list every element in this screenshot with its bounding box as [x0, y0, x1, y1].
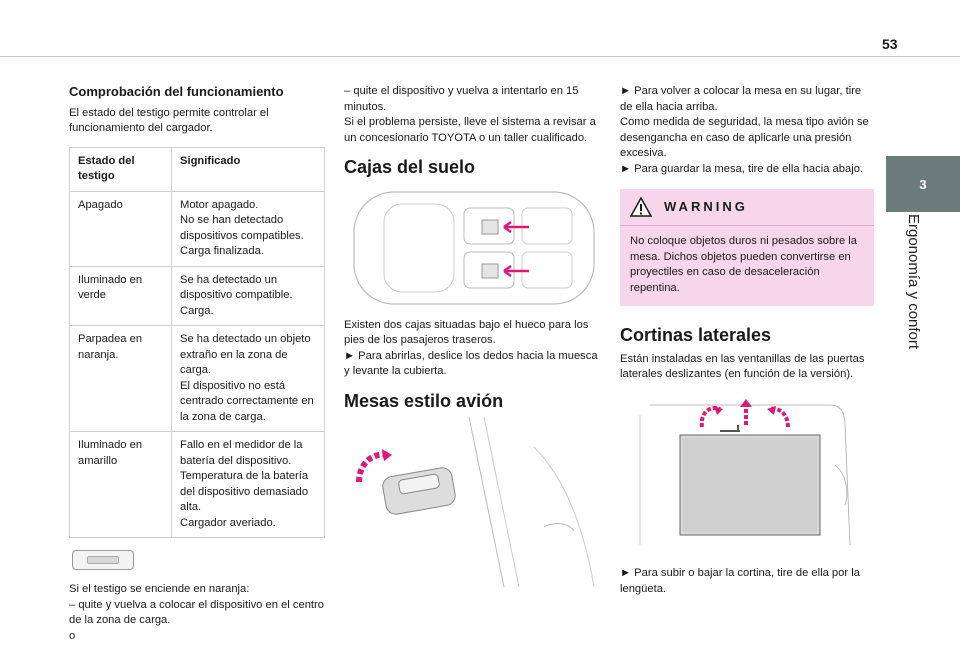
- meaning-line: Temperatura de la batería del dispositiv…: [180, 470, 309, 513]
- body-text: Como medida de seguridad, la mesa tipo a…: [620, 116, 869, 159]
- meaning-line: Se ha detectado un objeto extraño en la …: [180, 333, 311, 376]
- table-header: Estado del testigo: [69, 146, 172, 191]
- table-row: Apagado Motor apagado. No se han detecta…: [69, 190, 325, 266]
- after-text: o: [69, 629, 76, 642]
- meaning-line: Fallo en el medidor de la batería del di…: [180, 439, 303, 467]
- wireless-charger-icon: [72, 550, 134, 570]
- state-cell: Iluminado en verde: [69, 265, 172, 326]
- chapter-title: Ergonomía y confort: [905, 214, 922, 350]
- intro-text: El estado del testigo permite controlar …: [69, 106, 269, 135]
- car-topview-illustration: [353, 190, 595, 305]
- side-curtain-illustration: [639, 398, 851, 545]
- meaning-line: Motor apagado.: [180, 198, 259, 211]
- column-2: – quite el dispositivo y vuelva a intent…: [344, 84, 599, 593]
- meaning-cell: Motor apagado. No se han detectado dispo…: [171, 190, 325, 266]
- warning-title: WARNING: [664, 199, 748, 215]
- column-1: Comprobación del funcionamiento El estad…: [69, 84, 325, 644]
- meaning-cell: Se ha detectado un dispositivo compatibl…: [171, 265, 325, 326]
- body-text: Están instaladas en las ventanillas de l…: [620, 352, 865, 381]
- meaning-line: Se ha detectado un dispositivo compatibl…: [180, 273, 293, 302]
- warning-text: No coloque objetos duros ni pesados sobr…: [630, 235, 858, 294]
- table-header-row: Estado del testigo Significado: [69, 146, 325, 191]
- body-text: – quite el dispositivo y vuelva a intent…: [344, 85, 579, 113]
- floor-boxes-figure: [344, 176, 599, 318]
- table-row: Parpadea en naranja. Se ha detectado un …: [69, 325, 325, 432]
- warning-header: WARNING: [620, 189, 874, 226]
- meaning-line: No se han detectado dispositivos compati…: [180, 214, 304, 242]
- meaning-line: Cargador averiado.: [180, 516, 276, 529]
- after-text: – quite y vuelva a colocar el dispositiv…: [69, 598, 324, 627]
- state-cell: Apagado: [69, 190, 172, 266]
- meaning-line: El dispositivo no está centrado correcta…: [180, 379, 314, 423]
- heading-airplane-tables: Mesas estilo avión: [344, 390, 504, 411]
- warning-icon: [630, 197, 652, 217]
- heading-check: Comprobación del funcionamiento: [69, 84, 284, 99]
- heading-side-curtains: Cortinas laterales: [620, 325, 772, 345]
- heading-floor-boxes: Cajas del suelo: [344, 157, 476, 177]
- seatback-table-illustration: [356, 416, 595, 588]
- body-text: Si el problema persiste, lleve el sistem…: [344, 116, 596, 144]
- state-cell: Parpadea en naranja.: [69, 325, 172, 432]
- body-text: ► Para volver a colocar la mesa en su lu…: [620, 85, 862, 113]
- meaning-line: Carga finalizada.: [180, 245, 264, 257]
- meaning-line: Carga.: [180, 304, 214, 317]
- header-rule: [0, 56, 960, 57]
- body-text: ► Para guardar la mesa, tire de ella hac…: [620, 162, 864, 175]
- body-text: ► Para abrirlas, deslice los dedos hacia…: [344, 349, 598, 378]
- state-cell: Iluminado en amarillo: [69, 431, 172, 538]
- warning-box: WARNING No coloque objetos duros ni pesa…: [620, 189, 874, 306]
- meaning-cell: Fallo en el medidor de la batería del di…: [171, 431, 325, 538]
- table-header: Significado: [171, 146, 325, 191]
- table-row: Iluminado en verde Se ha detectado un di…: [69, 265, 325, 326]
- page-number: 53: [882, 36, 898, 52]
- chapter-tab[interactable]: 3: [886, 156, 960, 212]
- status-table: Estado del testigo Significado Apagado M…: [69, 146, 325, 538]
- body-text: Existen dos cajas situadas bajo el hueco…: [344, 318, 589, 347]
- after-text: Si el testigo se enciende en naranja:: [69, 583, 250, 595]
- body-text: ► Para subir o bajar la cortina, tire de…: [620, 567, 860, 595]
- column-3: ► Para volver a colocar la mesa en su lu…: [620, 84, 874, 597]
- meaning-cell: Se ha detectado un objeto extraño en la …: [171, 325, 325, 432]
- table-row: Iluminado en amarillo Fallo en el medido…: [69, 431, 325, 538]
